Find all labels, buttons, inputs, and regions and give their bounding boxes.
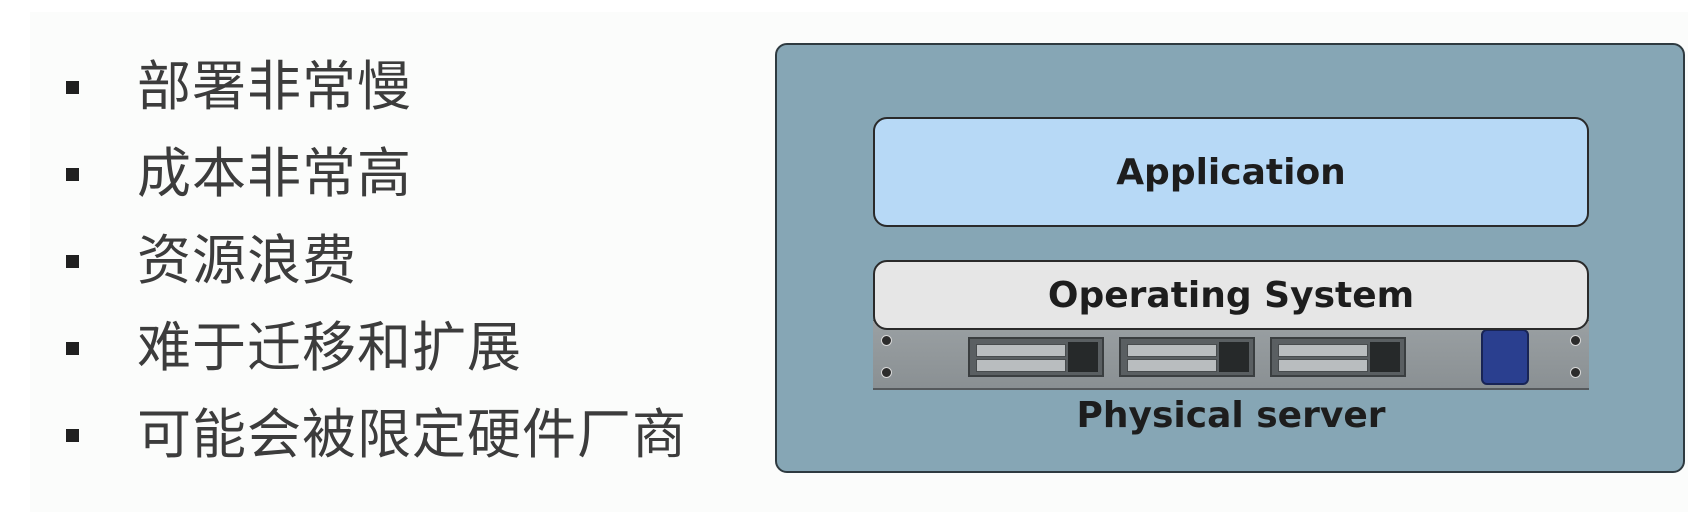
physical-server-label: Physical server [1076,395,1386,436]
square-bullet-icon [66,428,79,442]
operating-system-label: Operating System [1047,274,1415,316]
power-indicator-icon [1481,329,1529,385]
bullet-list: 部署非常慢 成本非常高 资源浪费 难于迁移和扩展 可能会被限定硬件厂商 [30,12,750,512]
square-bullet-icon [66,80,79,94]
operating-system-layer: Operating System [873,260,1589,330]
bullet-text: 部署非常慢 [137,55,412,118]
drive-bay-icon [1119,337,1255,377]
slide: 部署非常慢 成本非常高 资源浪费 难于迁移和扩展 可能会被限定硬件厂商 Appl… [30,12,1688,512]
rack-hole-icon [881,335,892,346]
square-bullet-icon [66,341,79,355]
application-layer: Application [873,117,1589,227]
rack-hole-icon [1570,367,1581,378]
square-bullet-icon [66,254,79,268]
application-label: Application [1116,151,1346,193]
list-item: 难于迁移和扩展 [66,313,522,383]
architecture-diagram: Application Operating System Physical se… [775,43,1685,473]
drive-bay-icon [1270,337,1406,377]
list-item: 资源浪费 [66,226,357,296]
rack-server-icon [873,320,1589,390]
rack-hole-icon [1570,335,1581,346]
square-bullet-icon [66,167,79,181]
drive-bay-icon [968,337,1104,377]
bullet-text: 成本非常高 [137,142,412,205]
bullet-text: 难于迁移和扩展 [137,316,522,379]
list-item: 部署非常慢 [66,52,412,122]
list-item: 可能会被限定硬件厂商 [66,400,687,470]
bullet-text: 可能会被限定硬件厂商 [137,403,687,466]
bullet-text: 资源浪费 [137,229,357,292]
list-item: 成本非常高 [66,139,412,209]
rack-hole-icon [881,367,892,378]
